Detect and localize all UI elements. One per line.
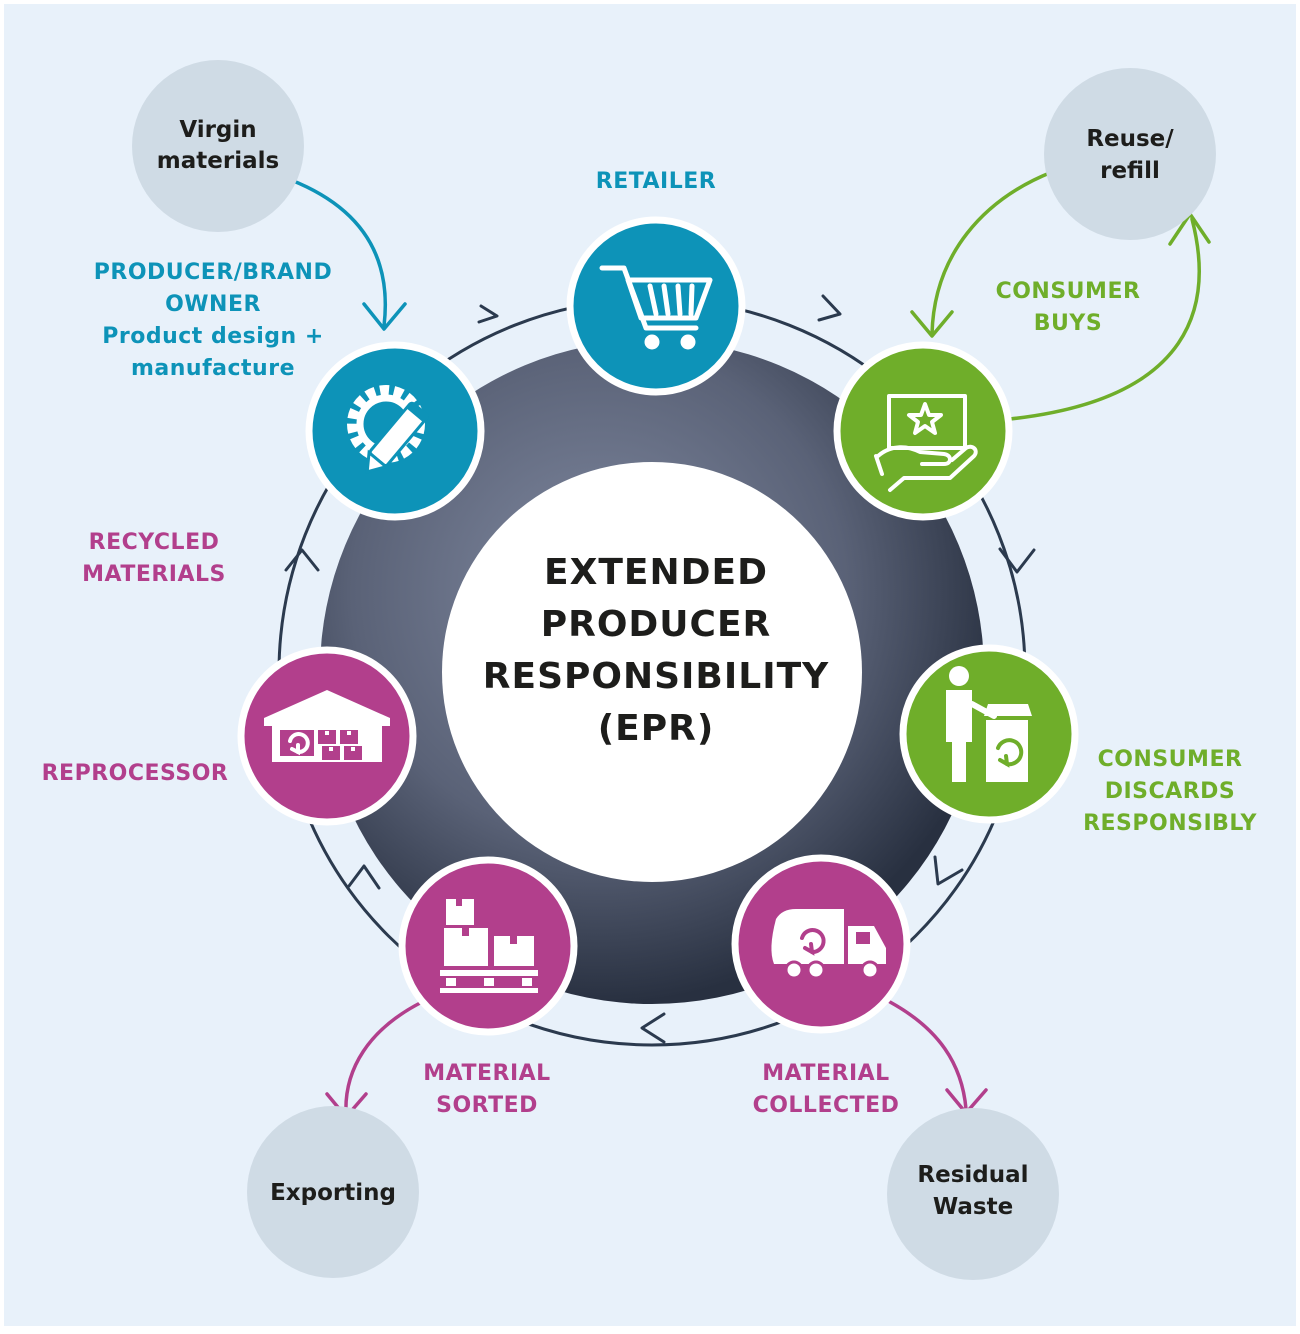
- title-line: EXTENDED: [544, 552, 768, 593]
- stage-consumer-buys: [833, 341, 1013, 521]
- recycled-materials-label: RECYCLED: [89, 530, 220, 555]
- stage-material-sorted-label: MATERIAL: [423, 1061, 550, 1086]
- stage-consumer-discards-label: CONSUMER: [1098, 747, 1243, 772]
- bubble-virgin-materials-label: materials: [157, 148, 279, 174]
- stage-reprocessor: [237, 646, 417, 826]
- cycle-arrow: [347, 864, 381, 890]
- bubble-virgin-materials: Virgin materials: [132, 60, 304, 232]
- sorted-to-exporting-arrow: [344, 1000, 424, 1116]
- stage-consumer-discards-label: RESPONSIBLY: [1083, 811, 1257, 836]
- bubble-exporting-label: Exporting: [270, 1180, 396, 1206]
- stage-consumer-discards-label: DISCARDS: [1105, 779, 1236, 804]
- cycle-arrow: [817, 294, 842, 322]
- collected-to-residual-arrow: [888, 1000, 968, 1111]
- title-line: RESPONSIBILITY: [483, 656, 829, 697]
- page-title: EXTENDED PRODUCER RESPONSIBILITY (EPR): [483, 552, 829, 749]
- consumer-to-reuse-arrow: [1008, 217, 1201, 421]
- stage-producer-label: OWNER: [165, 292, 261, 317]
- reuse-to-consumer-arrow: [930, 170, 1054, 336]
- person-recycle-bin-icon: [946, 666, 1032, 782]
- cycle-arrow: [640, 1012, 666, 1044]
- title-line: (EPR): [598, 708, 715, 749]
- reuse-to-consumer-arrowhead: [910, 310, 954, 338]
- cycle-arrow: [284, 548, 320, 572]
- stage-producer-label: Product design +: [102, 324, 324, 349]
- bubble-reuse-refill-label: refill: [1100, 158, 1160, 184]
- stage-material-collected: [731, 854, 911, 1034]
- stage-material-sorted-label: SORTED: [436, 1093, 538, 1118]
- bubble-residual-waste-label: Waste: [933, 1194, 1013, 1220]
- recycling-warehouse-icon: [264, 690, 390, 762]
- stage-material-sorted: [398, 856, 578, 1036]
- bubble-exporting: Exporting: [247, 1106, 419, 1278]
- cycle-arrow: [477, 304, 499, 324]
- title-line: PRODUCER: [541, 604, 772, 645]
- bubble-residual-waste: Residual Waste: [887, 1108, 1059, 1280]
- bubble-reuse-refill-label: Reuse/: [1086, 126, 1174, 152]
- stage-consumer-buys-label: CONSUMER: [996, 279, 1141, 304]
- shopping-cart-icon: [599, 265, 713, 350]
- stage-producer-label: manufacture: [131, 356, 295, 381]
- virgin-to-producer-arrowhead: [362, 302, 407, 331]
- epr-cycle-diagram: EXTENDED PRODUCER RESPONSIBILITY (EPR): [42, 60, 1257, 1280]
- cycle-arrow: [998, 547, 1036, 574]
- stage-consumer-discards: [899, 644, 1079, 824]
- cycle-arrow: [933, 855, 964, 886]
- pallet-boxes-icon: [440, 899, 538, 993]
- stage-producer-label: PRODUCER/BRAND: [94, 260, 332, 285]
- gear-pencil-icon: [347, 385, 429, 474]
- virgin-to-producer-arrow: [289, 178, 388, 328]
- stage-material-collected-label: COLLECTED: [753, 1093, 900, 1118]
- stage-retailer-label: RETAILER: [596, 169, 716, 194]
- bubble-virgin-materials-label: Virgin: [179, 117, 256, 143]
- bubble-reuse-refill: Reuse/ refill: [1044, 68, 1216, 240]
- diagram-background: EXTENDED PRODUCER RESPONSIBILITY (EPR): [4, 4, 1296, 1326]
- center-disc: [442, 462, 862, 882]
- recycled-materials-label: MATERIALS: [82, 562, 226, 587]
- stage-consumer-buys-label: BUYS: [1034, 311, 1102, 336]
- stage-consumer-buys-circle: [833, 341, 1013, 521]
- bubble-residual-waste-label: Residual: [917, 1162, 1028, 1188]
- stage-retailer: [566, 216, 746, 396]
- stage-material-collected-label: MATERIAL: [762, 1061, 889, 1086]
- recycling-truck-icon: [771, 909, 886, 980]
- hand-product-icon: [874, 394, 978, 492]
- stage-reprocessor-label: REPROCESSOR: [42, 761, 229, 786]
- stage-producer: [305, 341, 485, 521]
